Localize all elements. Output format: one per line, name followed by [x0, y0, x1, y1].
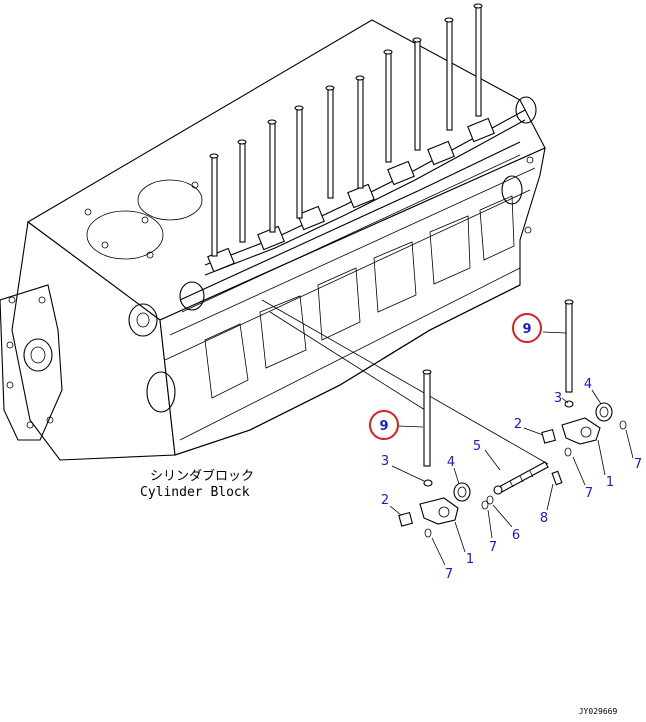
caption-english: Cylinder Block: [140, 485, 250, 500]
highlight-circle-right: [512, 313, 542, 343]
callout-7-right-b: 7: [634, 457, 642, 472]
o-ring: [486, 495, 494, 505]
snap-ring-left-a: [424, 528, 432, 538]
push-rod-right: [565, 301, 573, 393]
bushing-right: [541, 428, 557, 444]
callout-4-right: 4: [584, 377, 592, 392]
callout-3-left: 3: [381, 454, 389, 469]
callout-7-right-a: 7: [585, 486, 593, 501]
drawing-code: JY029669: [579, 707, 618, 716]
callout-4-left: 4: [447, 455, 455, 470]
rocker-assembly-row: [204, 109, 526, 276]
adjust-screw: [551, 470, 563, 486]
callout-5: 5: [473, 439, 481, 454]
callout-2-left: 2: [381, 493, 389, 508]
exploded-group-left: 9 3 4 2 1 7 7: [369, 369, 497, 582]
highlight-circle-left: [369, 410, 399, 440]
exploded-group-right: 9 3 4 2 1 7 7 8 5 6: [473, 299, 642, 543]
leader-line-left: [269, 311, 426, 411]
callout-7-left-a: 7: [445, 567, 453, 582]
callout-7-left-b: 7: [489, 540, 497, 555]
caption-japanese: シリンダブロック: [150, 468, 254, 484]
leader-line-right: [261, 299, 549, 465]
push-rods-on-block: [209, 3, 483, 257]
thrust-washer-left: [453, 482, 471, 502]
push-rod-left: [423, 371, 431, 467]
callout-6: 6: [512, 528, 520, 543]
callout-1-left: 1: [466, 552, 474, 567]
thrust-washer-right: [595, 402, 613, 422]
cap-left: [423, 479, 433, 487]
snap-ring-right-a: [564, 447, 572, 457]
callout-9-right: 9: [522, 322, 531, 337]
rocker-shaft: [493, 461, 549, 495]
cylinder-block-illustration: [0, 3, 546, 461]
callout-1-right: 1: [606, 475, 614, 490]
bushing-left: [398, 511, 414, 527]
callout-2-right: 2: [514, 417, 522, 432]
cylinder-block-caption: シリンダブロック Cylinder Block: [140, 468, 254, 500]
snap-ring-left-b: [481, 500, 489, 510]
callout-8: 8: [540, 511, 548, 526]
callout-9-left: 9: [379, 419, 388, 434]
callout-3-right: 3: [554, 391, 562, 406]
snap-ring-right-b: [619, 420, 627, 430]
